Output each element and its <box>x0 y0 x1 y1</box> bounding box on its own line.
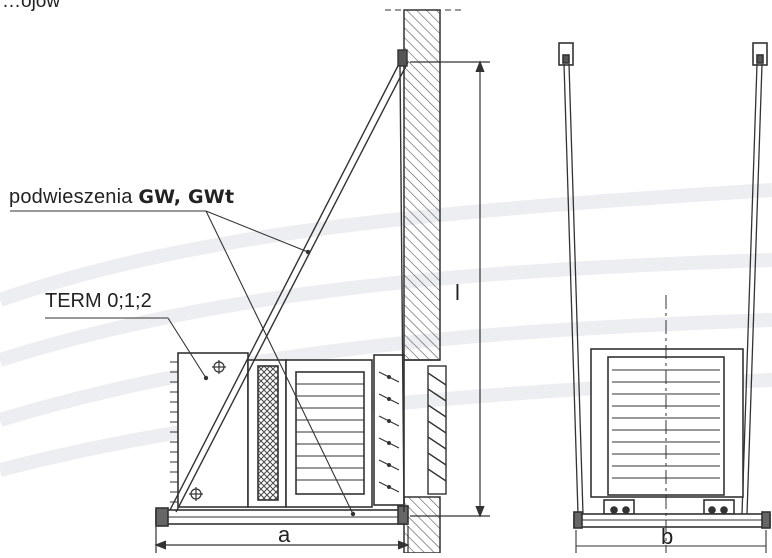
cut-top-text: …ojów <box>2 0 61 12</box>
height-dimension <box>410 60 490 518</box>
base-frame-left <box>155 505 409 527</box>
hanger-rods <box>169 49 409 513</box>
front-view <box>558 42 771 553</box>
term-label: TERM 0;1;2 <box>45 290 152 312</box>
dimension-b-label: b <box>661 524 674 549</box>
dimension-a-label: a <box>278 522 291 547</box>
hanger-label: podwieszenia GW, GWt <box>9 186 234 209</box>
hanger-label-prefix: podwieszenia <box>9 186 139 208</box>
wall-opening <box>427 365 447 495</box>
label-leaders <box>10 210 354 515</box>
heater-unit <box>170 352 405 508</box>
hanger-models: GW, GWt <box>138 186 235 208</box>
dimension-height-label: l <box>455 280 460 305</box>
width-dimension-a <box>154 526 410 553</box>
